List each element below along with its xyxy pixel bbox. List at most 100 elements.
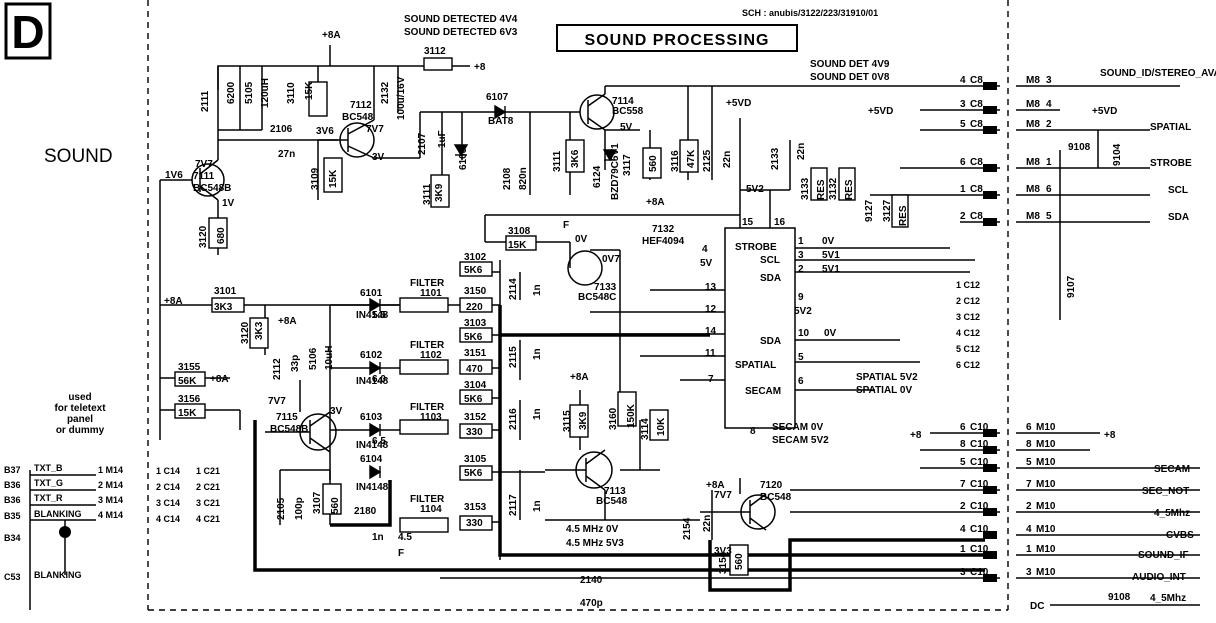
component-label-c3103: 3103 xyxy=(464,318,487,329)
component-label-c9108_a: 9108 xyxy=(1068,142,1091,153)
component-label-c1uf: 1uF xyxy=(437,130,448,148)
c12-pin-1: 2 C12 xyxy=(956,296,980,306)
sound-det-2: SOUND DET 0V8 xyxy=(810,72,890,83)
connector-m8-ref-5: M8 xyxy=(1026,211,1040,222)
component-label-c6104: 6104 xyxy=(360,454,383,465)
c12-pin-4: 5 C12 xyxy=(956,344,980,354)
component-label-c55: 5.5 xyxy=(372,310,386,321)
component-label-c3k3_a: 3K3 xyxy=(214,302,233,313)
component-label-c3102: 3102 xyxy=(464,252,487,263)
connector-m10-ref-0: M10 xyxy=(1036,422,1056,433)
c21-pin-1: 2 C21 xyxy=(196,482,220,492)
component-label-c1n_c: 1n xyxy=(532,408,543,420)
component-label-c1102: 1102 xyxy=(420,350,442,361)
left-signal-pin-4: B34 xyxy=(4,533,21,543)
component-label-c7113: 7113 xyxy=(604,486,626,497)
c14-pin-3: 4 C14 xyxy=(156,514,180,524)
right-signal-plus5vd-r: +5VD xyxy=(1092,106,1117,117)
component-label-c3114: 3114 xyxy=(640,418,651,440)
left-signal-name-3: BLANKING xyxy=(34,509,82,519)
component-label-c3k9_b: 3K9 xyxy=(578,411,589,430)
component-label-c5105: 5105 xyxy=(244,81,255,104)
component-label-c27n: 27n xyxy=(278,149,295,160)
component-label-c8a_top: +8A xyxy=(322,30,341,41)
connector-m10-ref-7: M10 xyxy=(1036,567,1056,578)
connector-m10-ref-3: M10 xyxy=(1036,479,1056,490)
ic-pin-spatial: SPATIAL xyxy=(735,360,776,371)
connector-m10-pin-1: 8 xyxy=(1026,439,1032,450)
component-label-c1n_b: 1n xyxy=(532,348,543,360)
right-signal-scl: SCL xyxy=(1168,185,1188,196)
component-label-cbc558: BC558 xyxy=(612,106,644,117)
component-label-c1v6: 1V6 xyxy=(165,170,183,181)
section-letter: D xyxy=(11,6,44,58)
ic-pin-v5v2: 5V2 xyxy=(794,306,812,317)
right-signal-plus5vd-l: +5VD xyxy=(868,106,893,117)
component-label-c2154: 2154 xyxy=(682,517,693,540)
ic-pin-strobe: STROBE xyxy=(735,242,777,253)
connector-c-pin-6: 6 xyxy=(960,422,966,433)
ic-pin-p6: 6 xyxy=(798,376,804,387)
component-label-c56k: 56K xyxy=(178,376,197,387)
component-label-cfilter_b: FILTER xyxy=(410,340,445,351)
component-label-c3k9: 3K9 xyxy=(434,183,445,202)
component-label-c3116: 3116 xyxy=(670,150,681,172)
component-label-cf_a: F xyxy=(563,220,569,231)
component-label-c0v_a: 0V xyxy=(575,234,588,245)
component-label-c60: 6.0 xyxy=(372,374,386,385)
component-label-c8a_c: +8A xyxy=(164,296,183,307)
component-label-cres_c: RES xyxy=(898,205,909,226)
component-label-c6107: 6107 xyxy=(486,92,509,103)
component-label-c3150: 3150 xyxy=(464,286,487,297)
connector-c-pin-11: 4 xyxy=(960,524,966,535)
component-label-cres_b: RES xyxy=(844,179,855,200)
ic-pin-p14: 14 xyxy=(705,326,717,337)
sound-det-1: SOUND DET 4V9 xyxy=(810,59,890,70)
sound-detected-2: SOUND DETECTED 6V3 xyxy=(404,27,518,38)
component-label-cbat8: BAT8 xyxy=(488,116,514,127)
ic-pin-secam: SECAM xyxy=(745,386,781,397)
component-label-cin_a: IN4148 xyxy=(356,310,389,321)
component-label-c1n_a: 1n xyxy=(532,284,543,296)
ic-pin-p2: 2 xyxy=(798,264,804,275)
left-signal-pin-5: C53 xyxy=(4,572,21,582)
connector-m10-ref-4: M10 xyxy=(1036,501,1056,512)
component-label-c7111: 7111 xyxy=(193,171,215,182)
component-label-c3101: 3101 xyxy=(214,286,237,297)
ic-pin-v5v1b: 5V1 xyxy=(822,264,840,275)
component-label-cbc548b2: BC548B xyxy=(270,424,308,435)
connector-m8-pin-3: 1 xyxy=(1046,157,1052,168)
component-label-c3155: 3155 xyxy=(178,362,201,373)
component-label-c7132: 7132 xyxy=(652,224,675,235)
right-signal-cvbs: CVBS xyxy=(1166,530,1194,541)
component-label-c5k6_c: 5K6 xyxy=(464,394,483,405)
component-label-c3112: 3112 xyxy=(424,46,446,57)
ic-pin-p11: 11 xyxy=(705,348,716,359)
component-label-c7v7_a: 7V7 xyxy=(366,124,384,135)
component-label-c8a_d: +8A xyxy=(278,316,297,327)
component-label-c560_b: 560 xyxy=(330,497,341,514)
connector-c-pin-0: 4 xyxy=(960,75,966,86)
component-label-c9104: 9104 xyxy=(1112,143,1123,166)
component-label-c8a_f: +8A xyxy=(570,372,589,383)
component-label-c9108_b: 9108 xyxy=(1108,592,1131,603)
connector-c-ref-8: C10 xyxy=(970,457,989,468)
component-label-c5v2_a: 5V2 xyxy=(746,184,764,195)
c21-pin-3: 4 C21 xyxy=(196,514,220,524)
component-label-c3104: 3104 xyxy=(464,380,487,391)
component-label-c560_a: 560 xyxy=(648,155,659,172)
component-label-cbc548c: BC548C xyxy=(578,292,616,303)
connector-c-ref-3: C8 xyxy=(970,157,983,168)
c14-pin-1: 2 C14 xyxy=(156,482,180,492)
connector-c-pin-1: 3 xyxy=(960,99,966,110)
connector-m8-ref-0: M8 xyxy=(1026,75,1040,86)
connector-m8-pin-2: 2 xyxy=(1046,119,1052,130)
component-label-c1n_d: 1n xyxy=(532,500,543,512)
m14-pin-0: 1 M14 xyxy=(98,465,123,475)
ic-pin-p3: 3 xyxy=(798,250,804,261)
pin-marks xyxy=(59,82,997,582)
title: SOUND PROCESSING xyxy=(585,32,770,49)
ic-pin-v0v: 0V xyxy=(822,236,835,247)
